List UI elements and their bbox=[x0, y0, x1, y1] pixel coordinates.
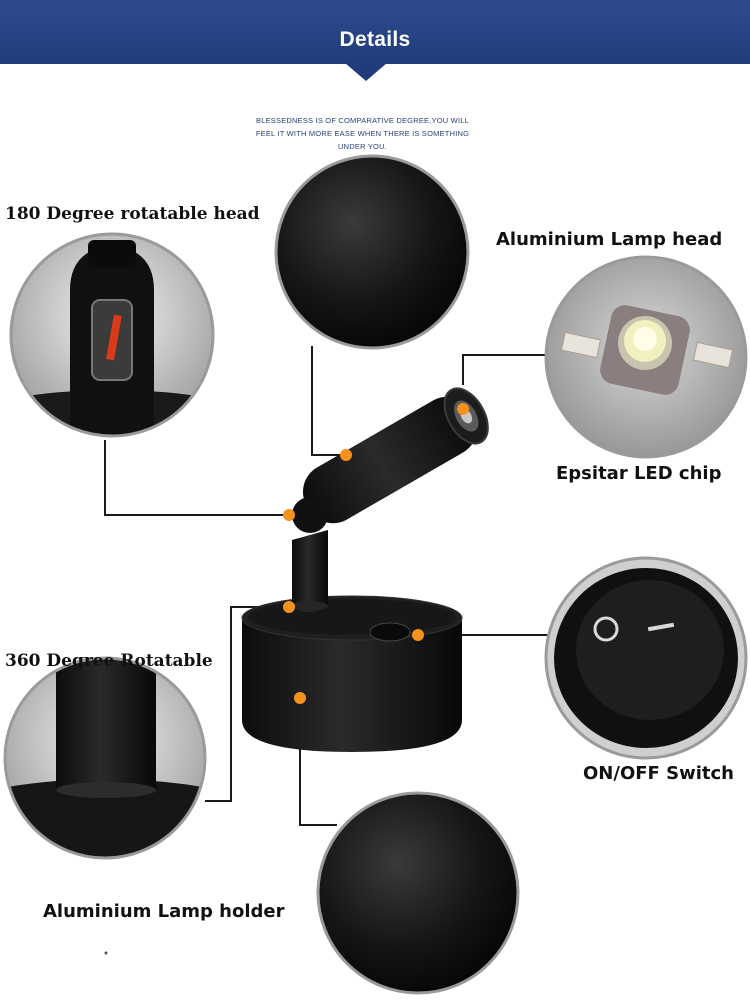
marker-dot bbox=[283, 509, 295, 521]
stray-dot bbox=[104, 951, 108, 955]
lamp-hinge bbox=[292, 497, 328, 533]
marker-dot bbox=[340, 449, 352, 461]
lamp-base-top-inner bbox=[248, 599, 456, 635]
marker-dot bbox=[283, 601, 295, 613]
marker-dot bbox=[412, 629, 424, 641]
details-banner bbox=[0, 0, 750, 64]
marker-dot bbox=[294, 692, 306, 704]
lamp-base-body bbox=[242, 618, 462, 752]
label-led-chip: Epsitar LED chip bbox=[556, 463, 722, 484]
detail-circle-lamp-holder bbox=[316, 791, 520, 995]
leader-line-led-chip bbox=[462, 354, 548, 385]
detail-circle-switch bbox=[544, 556, 748, 760]
markers bbox=[283, 403, 469, 704]
label-lamp-head: Aluminium Lamp head bbox=[496, 229, 723, 250]
label-switch: ON/OFF Switch bbox=[583, 763, 734, 784]
marker-dot bbox=[457, 403, 469, 415]
switch-off-icon bbox=[647, 622, 675, 632]
base-switch-icon bbox=[369, 622, 411, 642]
leader-line-lamp-head bbox=[311, 346, 346, 456]
switch-on-icon bbox=[593, 616, 619, 642]
lamp-head bbox=[302, 387, 489, 524]
detail-circle-rotatable-base bbox=[3, 656, 207, 860]
tagline-text: BLESSEDNESS IS OF COMPARATIVE DEGREE,YOU… bbox=[255, 116, 470, 151]
page-title: Details bbox=[339, 28, 411, 51]
banner-notch bbox=[345, 63, 387, 81]
detail-circle-rotatable-head bbox=[9, 232, 215, 438]
lamp-product bbox=[241, 387, 489, 752]
label-rotatable-base: 360 Degree Rotatable bbox=[5, 651, 213, 671]
lamp-neck-joint bbox=[292, 601, 328, 611]
label-rotatable-head: 180 Degree rotatable head bbox=[5, 204, 260, 224]
leader-line-rotatable-head bbox=[104, 440, 289, 516]
label-lamp-holder: Aluminium Lamp holder bbox=[43, 901, 285, 922]
lamp-neck bbox=[292, 530, 328, 612]
detail-circle-lamp-head bbox=[274, 154, 470, 350]
detail-circle-led-chip bbox=[544, 255, 748, 459]
